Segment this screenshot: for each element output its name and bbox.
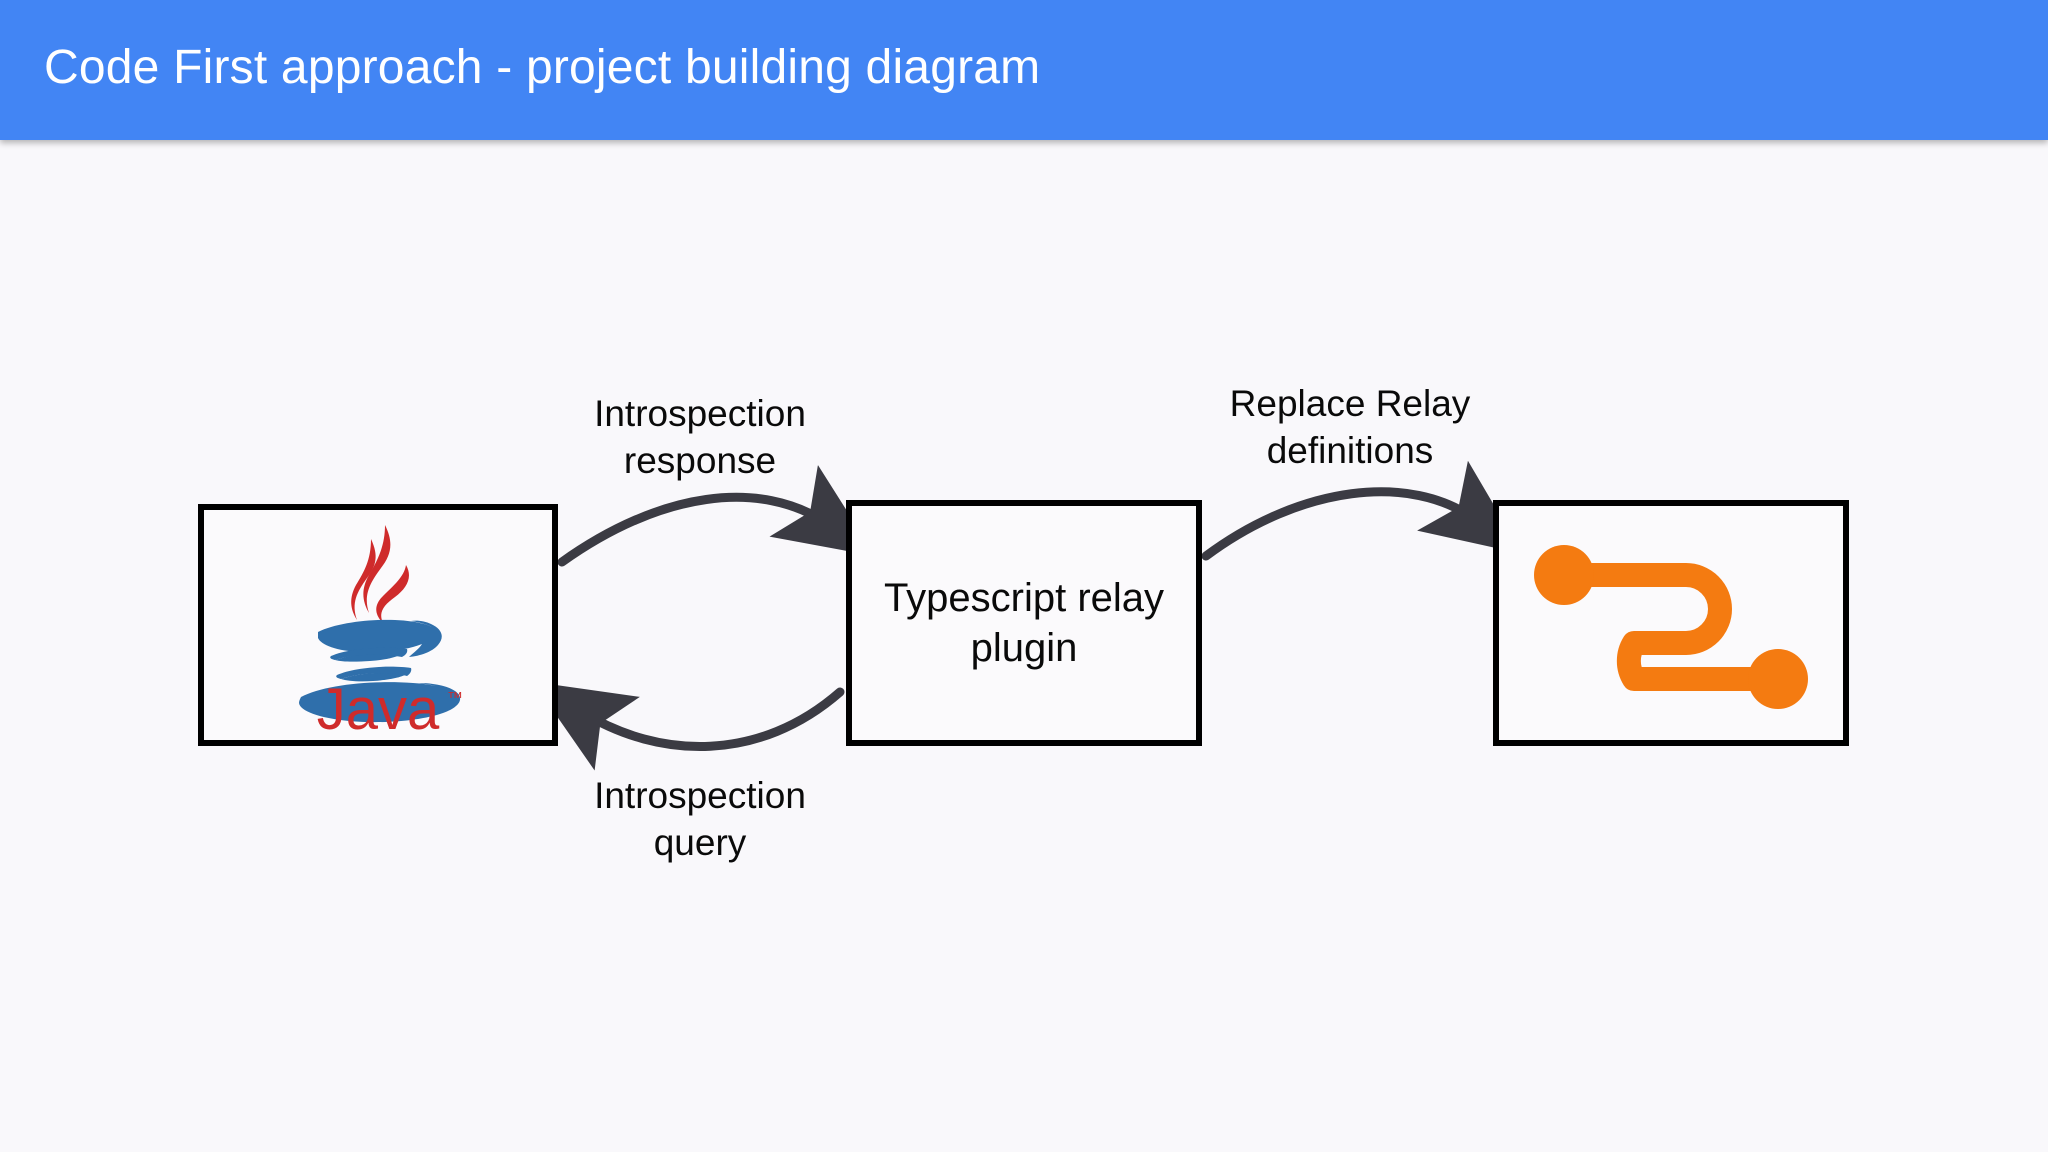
relay-icon (1526, 533, 1816, 713)
edge-introspection-response (557, 465, 876, 567)
node-relay[interactable] (1493, 500, 1849, 746)
edge-label-introspection-response: Introspection response (594, 393, 806, 481)
svg-text:Java: Java (317, 677, 440, 733)
node-plugin-label: Typescript relay plugin (883, 576, 1165, 670)
page-title: Code First approach - project building d… (44, 41, 1041, 94)
edge-label-introspection-query: Introspection query (594, 775, 806, 863)
svg-text:™: ™ (447, 690, 463, 707)
java-icon: Java ™ (273, 517, 483, 733)
edge-replace-relay-definitions (1201, 460, 1523, 561)
node-java[interactable]: Java ™ (198, 504, 558, 746)
edge-label-replace-relay-definitions: Replace Relay definitions (1229, 383, 1471, 471)
edge-introspection-query (532, 681, 845, 771)
node-typescript-relay-plugin[interactable]: Typescript relay plugin (846, 500, 1202, 746)
title-bar: Code First approach - project building d… (0, 0, 2048, 140)
